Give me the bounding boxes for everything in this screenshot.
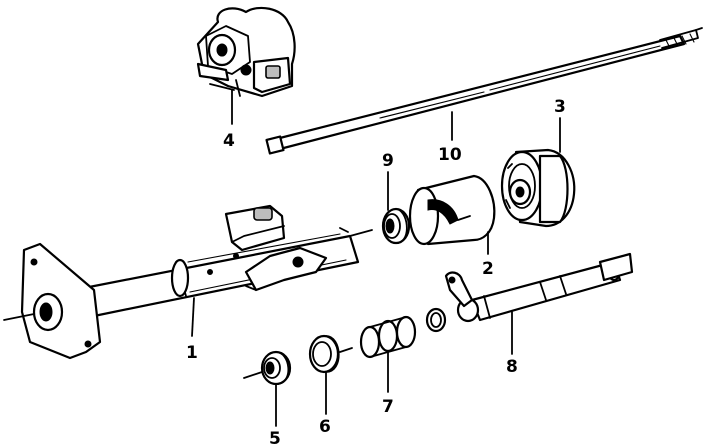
callout-8: 8 [506, 357, 518, 377]
callout-3: 3 [554, 97, 566, 117]
callout-7: 7 [382, 397, 394, 417]
leader-lines [191, 89, 561, 427]
callout-6: 6 [319, 417, 331, 437]
callout-2: 2 [482, 259, 494, 279]
part-9-bearing [381, 207, 411, 245]
part-1-column-jacket [3, 204, 373, 360]
callout-5: 5 [269, 429, 281, 446]
part-3-gear-housing [500, 148, 576, 228]
part-10-shaft [265, 27, 703, 155]
part-8-lower-shaft [444, 252, 634, 323]
callout-4: 4 [223, 131, 235, 151]
part-7-ring-set [359, 315, 417, 359]
part-4-housing [196, 6, 296, 98]
callout-9: 9 [382, 151, 394, 171]
part-5-bushing [243, 350, 292, 386]
part-washer [425, 307, 447, 333]
callout-1: 1 [186, 343, 198, 363]
part-6-ring [308, 334, 353, 374]
callout-10: 10 [438, 145, 462, 165]
part-2-sleeve [408, 174, 496, 246]
